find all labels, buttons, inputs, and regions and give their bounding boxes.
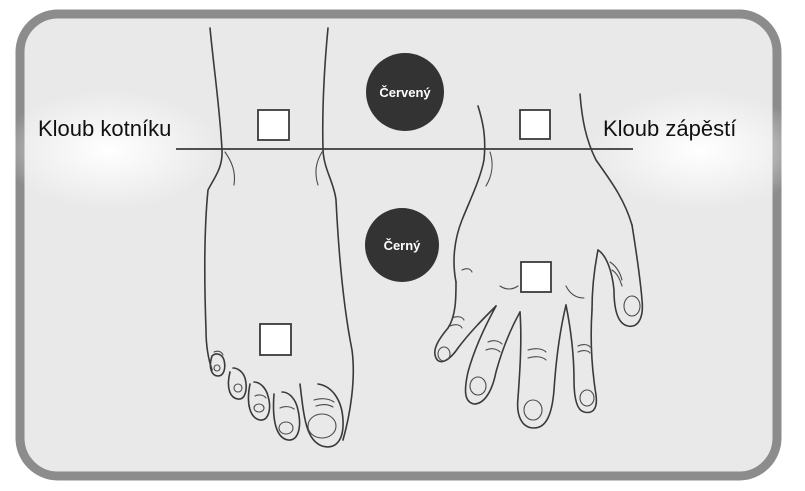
electrode-pad-ankle xyxy=(257,109,290,141)
ankle-joint-label: Kloub kotníku xyxy=(38,116,171,141)
foot-drawing xyxy=(203,27,355,448)
hand-drawing xyxy=(433,93,644,429)
red-electrode-label: Červený xyxy=(379,85,431,100)
electrode-pad-wrist xyxy=(519,109,551,140)
black-electrode-label: Černý xyxy=(384,238,422,253)
electrode-pad-foot xyxy=(259,323,292,356)
red-electrode-marker xyxy=(366,53,444,131)
electrode-pad-hand xyxy=(520,261,552,293)
panel-glow-right xyxy=(590,90,805,210)
black-electrode-marker xyxy=(365,208,439,282)
panel-glow-left xyxy=(0,90,220,210)
wrist-joint-label: Kloub zápěstí xyxy=(603,116,736,141)
